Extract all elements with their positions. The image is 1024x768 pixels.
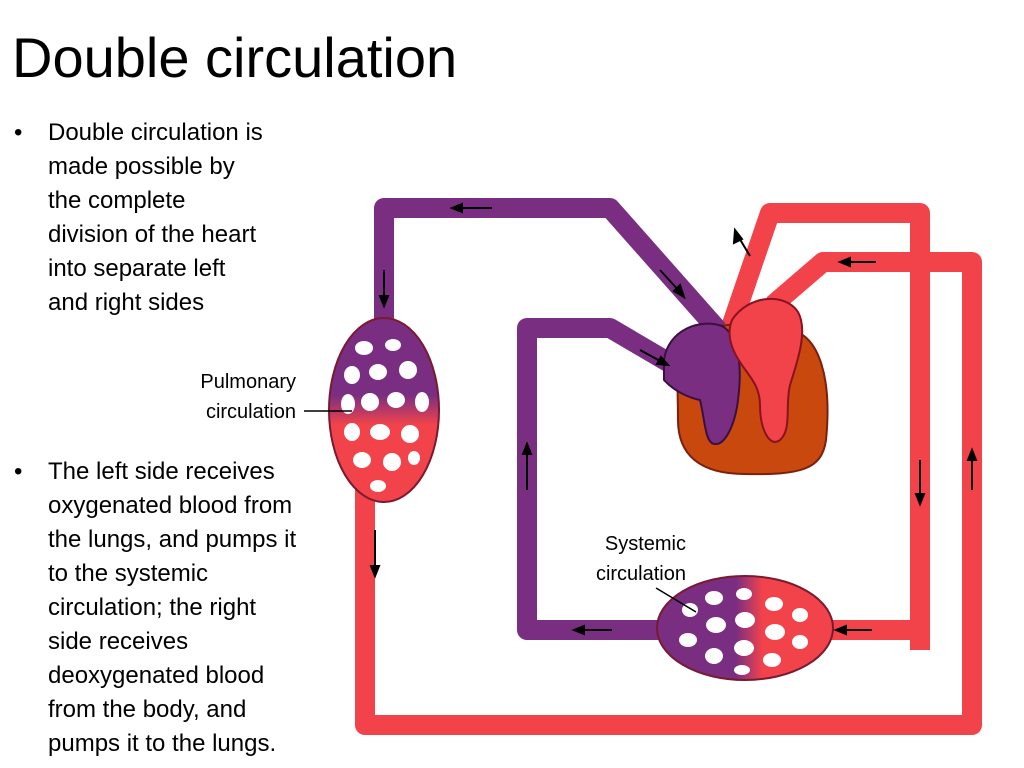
bullet-line: circulation; the right [48,594,257,621]
bullet-line: Double circulation is [48,119,263,146]
bullet-line: from the body, and [48,696,247,723]
bullet-line: made possible by [48,153,235,180]
bullet-marker: • [14,458,23,485]
bullet-line: The left side receives [48,458,275,485]
flow-arrows [369,202,978,636]
systemic-label-pointer [655,587,697,613]
bullet-line: into separate left [48,255,226,282]
bullet-line: pumps it to the lungs. [48,730,277,757]
arrow-icon [449,202,492,214]
bullet-marker: • [14,119,23,146]
pulmonary-capillary-bed [328,317,440,503]
arrow-icon [914,460,926,507]
bullet-line: oxygenated blood from [48,492,293,519]
arrow-icon [378,270,390,309]
arrow-icon [659,269,686,300]
bullet-point-heart-division: • Double circulation is made possible by… [14,116,324,326]
bullet-line: and right sides [48,289,205,316]
left-heart-chambers [728,297,804,443]
arrow-icon [732,227,751,257]
arrow-icon [571,624,612,636]
bullet-text: The left side receives oxygenated blood … [48,455,296,761]
label-line: circulation [595,563,686,585]
arrow-icon [639,349,671,367]
pulmonary-circulation-label: Pulmonary circulation [150,367,296,427]
bullet-text: Double circulation is made possible by t… [48,116,263,320]
label-line: Systemic [604,533,686,555]
bullet-line: side receives [48,628,189,655]
bullet-line: the complete [48,187,186,214]
heart [663,297,829,476]
bullet-line: deoxygenated blood [48,662,265,689]
bullet-line: to the systemic [48,560,209,587]
bullet-point-left-right-sides: • The left side receives oxygenated bloo… [14,455,354,765]
arrow-icon [837,256,876,268]
bullet-line: division of the heart [48,221,257,248]
systemic-capillary-bed [656,575,834,681]
arrow-icon [966,447,978,490]
pulmonary-artery [374,198,726,337]
bullet-line: the lungs, and pumps it [48,526,297,553]
vessel-bottom-band [362,718,974,734]
right-heart-chambers [663,322,741,445]
arrow-icon [369,530,381,579]
label-line: Pulmonary [200,371,296,393]
label-line: circulation [205,401,296,423]
arrow-icon [833,624,872,636]
systemic-circulation-label: Systemic circulation [560,529,686,589]
arrow-icon [521,441,533,490]
pulmonary-vein [720,203,930,650]
systemic-artery-outer [355,252,982,735]
slide-title: Double circulation [12,26,458,89]
